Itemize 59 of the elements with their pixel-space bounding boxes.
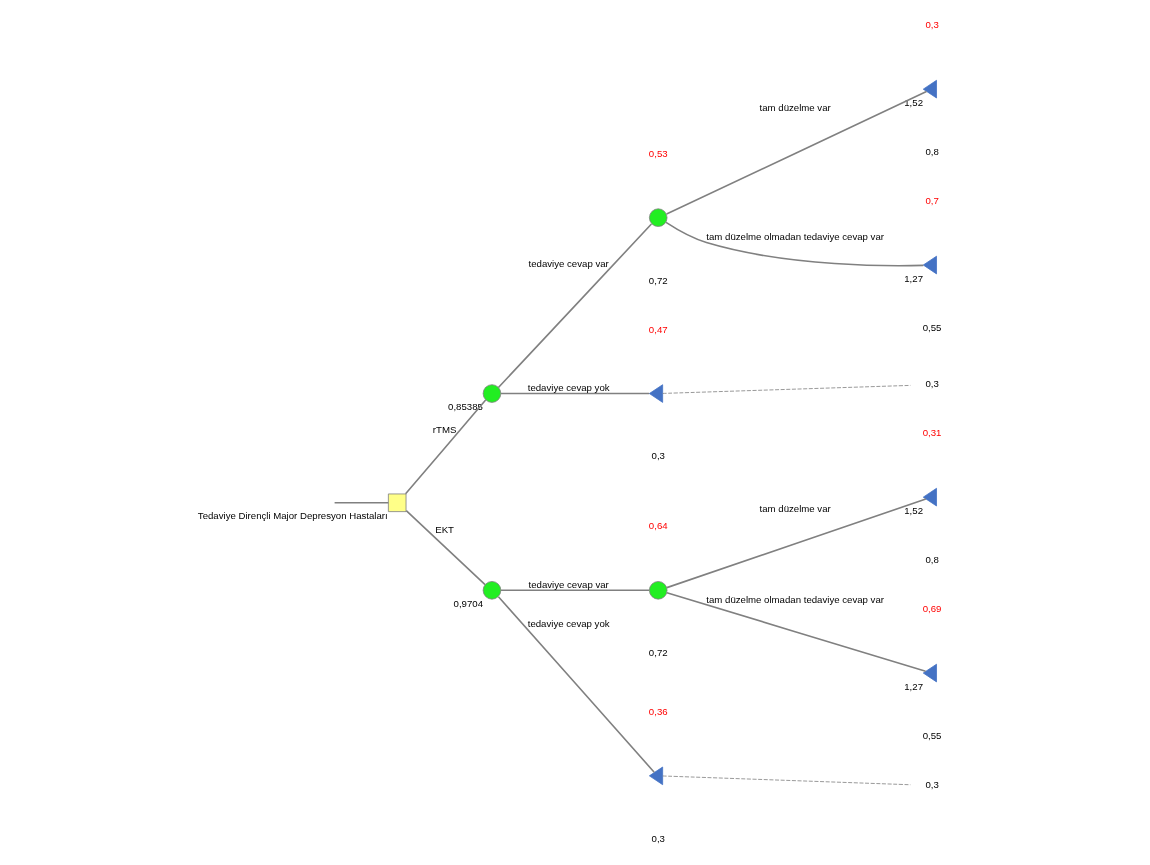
label: 0,55 xyxy=(922,321,941,333)
connector xyxy=(499,392,650,395)
connector xyxy=(499,589,650,592)
connector xyxy=(497,595,655,773)
label: 0,53 xyxy=(648,147,668,159)
node-label: 0,9704 xyxy=(453,597,483,609)
edge-label: tedaviye cevap yok xyxy=(527,617,610,629)
connector xyxy=(661,775,911,786)
connector xyxy=(404,509,486,586)
node-text: 0,3 xyxy=(924,778,939,790)
node-circle xyxy=(648,581,667,600)
edge-label: tam düzelme olmadan tedaviye cevap var xyxy=(705,230,884,242)
node-label: 1,27 xyxy=(903,272,923,284)
label: 0,72 xyxy=(648,647,668,659)
node-label: 1,52 xyxy=(903,96,923,108)
node-label: 1,27 xyxy=(903,680,923,692)
label: 0,55 xyxy=(922,729,941,741)
node-label: Tedaviye Dirençli Major Depresyon Hastaları xyxy=(197,510,388,522)
connector xyxy=(665,591,926,673)
connector xyxy=(661,385,911,394)
node-triangle xyxy=(648,384,663,403)
label: 0,47 xyxy=(648,323,668,335)
node-circle xyxy=(482,384,501,403)
connector xyxy=(497,223,652,389)
node-circle xyxy=(482,581,501,600)
label: 0,3 xyxy=(651,832,665,844)
edge-label: tam düzelme olmadan tedaviye cevap var xyxy=(705,593,884,605)
edge-label: tam düzelme var xyxy=(759,503,831,515)
label: 0,8 xyxy=(924,554,939,566)
edge-label: EKT xyxy=(434,523,454,535)
connector xyxy=(664,221,924,267)
node-circle xyxy=(648,208,667,227)
label: 0,72 xyxy=(648,274,668,286)
label: 0,7 xyxy=(924,195,939,207)
node-text: 0,3 xyxy=(924,378,939,390)
edge-label: tam düzelme var xyxy=(759,102,831,114)
label: 0,64 xyxy=(648,520,668,532)
connector xyxy=(665,498,927,589)
node-triangle xyxy=(922,79,937,99)
node-label: 1,52 xyxy=(903,504,923,516)
edge-label: tedaviye cevap yok xyxy=(527,381,610,393)
node-box xyxy=(387,493,406,512)
connector xyxy=(404,399,486,495)
node-label: 0,85385 xyxy=(447,401,483,413)
edge-label: tedaviye cevap var xyxy=(528,578,609,590)
node-triangle xyxy=(922,663,937,683)
node-triangle xyxy=(648,766,663,786)
label: 0,3 xyxy=(651,450,665,462)
label: 0,8 xyxy=(924,146,939,158)
label: 0,69 xyxy=(922,603,941,615)
label: 0,31 xyxy=(922,427,941,439)
edge-label: tedaviye cevap var xyxy=(528,258,609,270)
label: 0,3 xyxy=(924,19,939,31)
connector xyxy=(333,501,389,504)
connector xyxy=(665,90,927,215)
node-triangle xyxy=(922,255,937,275)
edge-label: rTMS xyxy=(432,423,456,435)
node-triangle xyxy=(922,487,937,507)
label: 0,36 xyxy=(648,705,668,717)
